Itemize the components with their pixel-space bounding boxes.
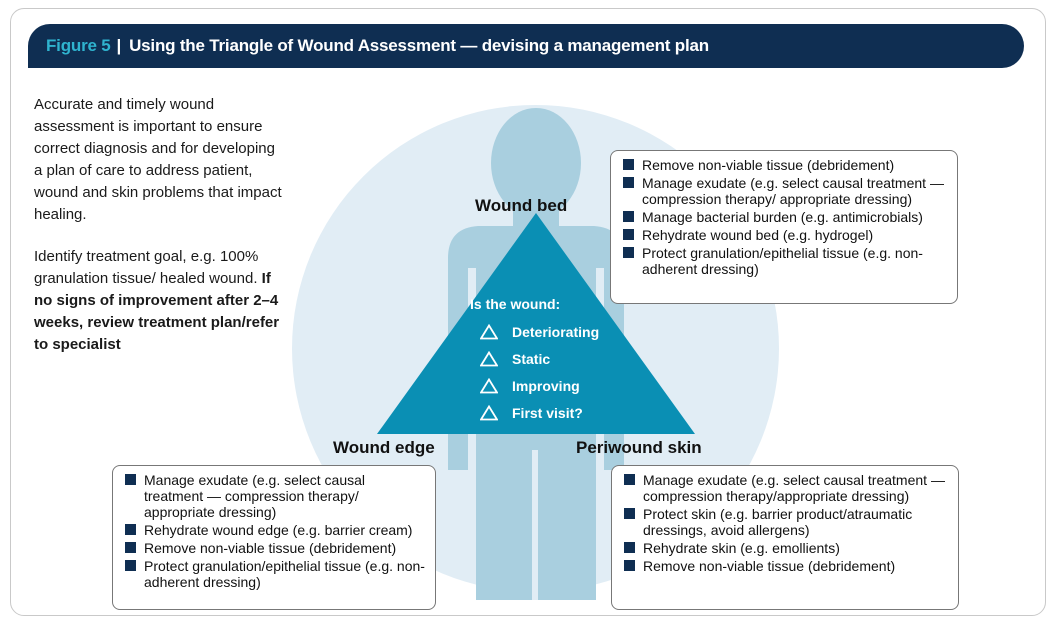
list-item: Rehydrate wound bed (e.g. hydrogel) [623, 227, 947, 243]
triangle-option: Static [480, 351, 550, 367]
intro-paragraph-2: Identify treatment goal, e.g. 100% granu… [34, 246, 284, 356]
wound-bed-actions-box: Remove non-viable tissue (debridement) M… [610, 150, 958, 304]
triangle-outline-icon [480, 378, 498, 394]
triangle-option-label: Static [512, 351, 551, 367]
periwound-actions-box: Manage exudate (e.g. select causal treat… [611, 465, 959, 610]
list-item: Rehydrate wound edge (e.g. barrier cream… [125, 522, 425, 538]
wound-edge-actions-box: Manage exudate (e.g. select causal treat… [112, 465, 436, 610]
label-wound-edge: Wound edge [333, 438, 435, 457]
square-bullet-icon [623, 177, 634, 188]
square-bullet-icon [125, 542, 136, 553]
triangle-outline-icon [480, 405, 498, 421]
triangle-option: Deteriorating [480, 324, 599, 340]
label-wound-bed: Wound bed [475, 196, 568, 215]
list-item: Remove non-viable tissue (debridement) [623, 157, 947, 173]
square-bullet-icon [125, 524, 136, 535]
triangle-option-label: Improving [512, 378, 580, 394]
list-item: Rehydrate skin (e.g. emollients) [624, 540, 948, 556]
triangle-question: Is the wound: [470, 296, 561, 312]
intro-paragraph-1: Accurate and timely wound assessment is … [34, 96, 282, 223]
figure-separator: | [116, 36, 122, 55]
triangle-option-label: First visit? [512, 405, 583, 421]
triangle-outline-icon [480, 351, 498, 367]
square-bullet-icon [125, 474, 136, 485]
list-item: Remove non-viable tissue (debridement) [624, 558, 948, 574]
square-bullet-icon [624, 542, 635, 553]
figure-number: Figure 5 [46, 36, 111, 55]
assessment-triangle [377, 213, 695, 434]
label-periwound-skin: Periwound skin [576, 438, 702, 457]
triangle-option: First visit? [480, 405, 583, 421]
figure-title: Using the Triangle of Wound Assessment —… [129, 36, 709, 55]
list-item: Manage bacterial burden (e.g. antimicrob… [623, 209, 947, 225]
triangle-option-label: Deteriorating [512, 324, 600, 340]
list-item: Protect granulation/epithelial tissue (e… [125, 558, 425, 590]
list-item: Manage exudate (e.g. select causal treat… [623, 175, 947, 207]
list-item: Protect granulation/epithelial tissue (e… [623, 245, 947, 277]
square-bullet-icon [623, 247, 634, 258]
list-item: Manage exudate (e.g. select causal treat… [125, 472, 425, 520]
figure-header: Figure 5 | Using the Triangle of Wound A… [28, 24, 1024, 68]
intro-text: Accurate and timely wound assessment is … [34, 94, 284, 376]
square-bullet-icon [623, 211, 634, 222]
triangle-outline-icon [480, 324, 498, 340]
square-bullet-icon [624, 474, 635, 485]
triangle-option: Improving [480, 378, 580, 394]
square-bullet-icon [623, 229, 634, 240]
list-item: Protect skin (e.g. barrier product/atrau… [624, 506, 948, 538]
list-item: Remove non-viable tissue (debridement) [125, 540, 425, 556]
intro-review-text: If no signs of improvement after 2–4 wee… [34, 270, 280, 353]
list-item: Manage exudate (e.g. select causal treat… [624, 472, 948, 504]
intro-goal-text: Identify treatment goal, e.g. 100% granu… [34, 248, 259, 287]
square-bullet-icon [624, 508, 635, 519]
square-bullet-icon [125, 560, 136, 571]
square-bullet-icon [623, 159, 634, 170]
square-bullet-icon [624, 560, 635, 571]
